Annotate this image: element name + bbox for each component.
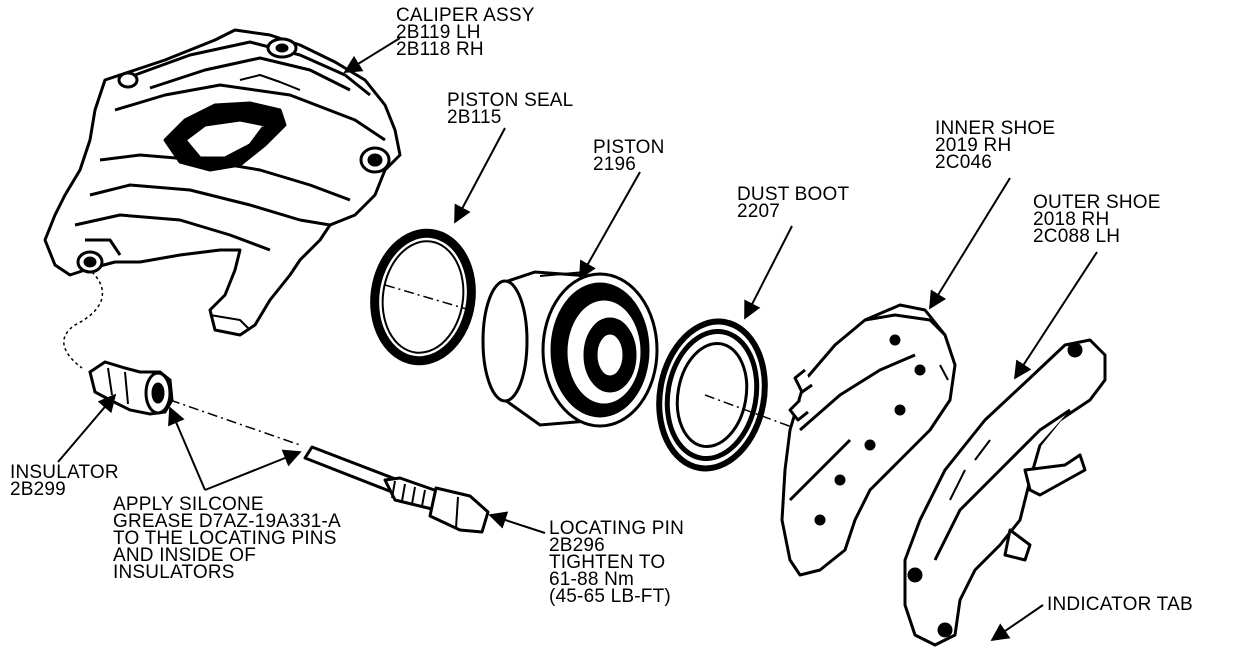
insulator-part: 2B299 [10,479,66,500]
piston-title: PISTON [593,137,665,158]
locating-pin-label: LOCATING PIN 2B296 TIGHTEN TO 61-88 Nm (… [549,518,685,607]
caliper-assy-part-rh: 2B118 RH [396,39,484,60]
outer-shoe [903,338,1107,647]
caliper-assy-title: CALIPER ASSY [396,5,535,26]
grease-note-line: APPLY SILCONE [113,494,264,515]
piston-seal-label: PISTON SEAL 2B115 [447,90,574,128]
piston-seal [370,228,476,366]
piston [481,270,659,428]
centerline [704,394,801,431]
routing-line [63,271,104,369]
dust-boot-title: DUST BOOT [737,184,850,205]
dust-boot-label: DUST BOOT 2207 [737,184,850,222]
inner-shoe-part-rh: 2019 RH [935,135,1012,156]
caliper-assy-part-lh: 2B119 LH [396,22,481,43]
inner-shoe-part-alt: 2C046 [935,152,992,173]
torque-instruction: TIGHTEN TO [549,552,666,573]
outer-shoe-part-rh: 2018 RH [1033,209,1110,230]
torque-metric: 61-88 Nm [549,569,635,590]
caliper-assy-label: CALIPER ASSY 2B119 LH 2B118 RH [396,5,535,60]
locating-pin [303,445,490,534]
centerline [169,399,301,446]
piston-seal-part: 2B115 [447,107,502,128]
dust-boot-part: 2207 [737,201,781,222]
inner-shoe-label: INNER SHOE 2019 RH 2C046 [935,118,1056,173]
insulator-label: INSULATOR 2B299 [10,462,119,500]
grease-note-line: TO THE LOCATING PINS [113,528,337,549]
inner-shoe-title: INNER SHOE [935,118,1056,139]
piston-part: 2196 [593,154,637,175]
torque-imperial: (45-65 LB-FT) [549,586,671,607]
insulator [88,360,174,416]
grease-note-line: INSULATORS [113,562,235,583]
grease-note: APPLY SILCONE GREASE D7AZ-19A331-A TO TH… [113,494,341,583]
locating-pin-title: LOCATING PIN [549,518,685,539]
locating-pin-part: 2B296 [549,535,605,556]
grease-note-line: GREASE D7AZ-19A331-A [113,511,341,532]
dust-boot [656,318,768,472]
outer-shoe-part-lh: 2C088 LH [1033,226,1121,247]
outer-shoe-title: OUTER SHOE [1033,192,1161,213]
piston-label: PISTON 2196 [593,137,665,175]
indicator-tab-label: INDICATOR TAB [1047,594,1193,615]
outer-shoe-label: OUTER SHOE 2018 RH 2C088 LH [1033,192,1161,247]
insulator-title: INSULATOR [10,462,119,483]
grease-note-line: AND INSIDE OF [113,545,257,566]
centerline [384,284,471,311]
leader-lines [57,37,1098,642]
inner-shoe [780,303,957,577]
piston-seal-title: PISTON SEAL [447,90,574,111]
caliper-assembly [43,28,402,337]
indicator-tab-title: INDICATOR TAB [1047,594,1193,615]
